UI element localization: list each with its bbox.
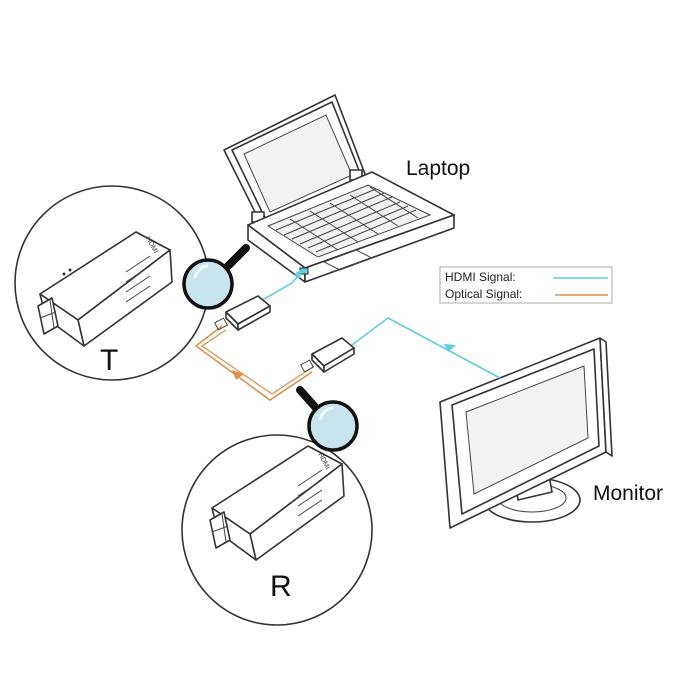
legend-optical-label: Optical Signal: (445, 287, 522, 301)
transmitter-label: T (100, 344, 118, 377)
hdmi-cable-laptop (251, 269, 303, 307)
receiver-zoom: HDMI R (181, 434, 373, 626)
receiver-unit (300, 337, 355, 373)
magnifier-icon (296, 386, 359, 452)
transmitter-unit (214, 295, 271, 331)
monitor-label: Monitor (593, 482, 663, 505)
monitor-icon (439, 337, 613, 529)
magnifier-icon (182, 244, 250, 310)
transmitter-zoom: HDMI T (14, 185, 210, 381)
receiver-label: R (270, 570, 292, 603)
optical-cable (194, 325, 315, 401)
hdmi-extender-icon: HDMI (209, 445, 345, 561)
legend-hdmi-label: HDMI Signal: (445, 270, 516, 284)
laptop-icon (223, 94, 455, 283)
hdmi-cable-monitor (351, 317, 501, 379)
legend: HDMI Signal: Optical Signal: (439, 266, 613, 304)
laptop-label: Laptop (406, 157, 470, 180)
hdmi-extender-icon: HDMI (37, 231, 173, 347)
